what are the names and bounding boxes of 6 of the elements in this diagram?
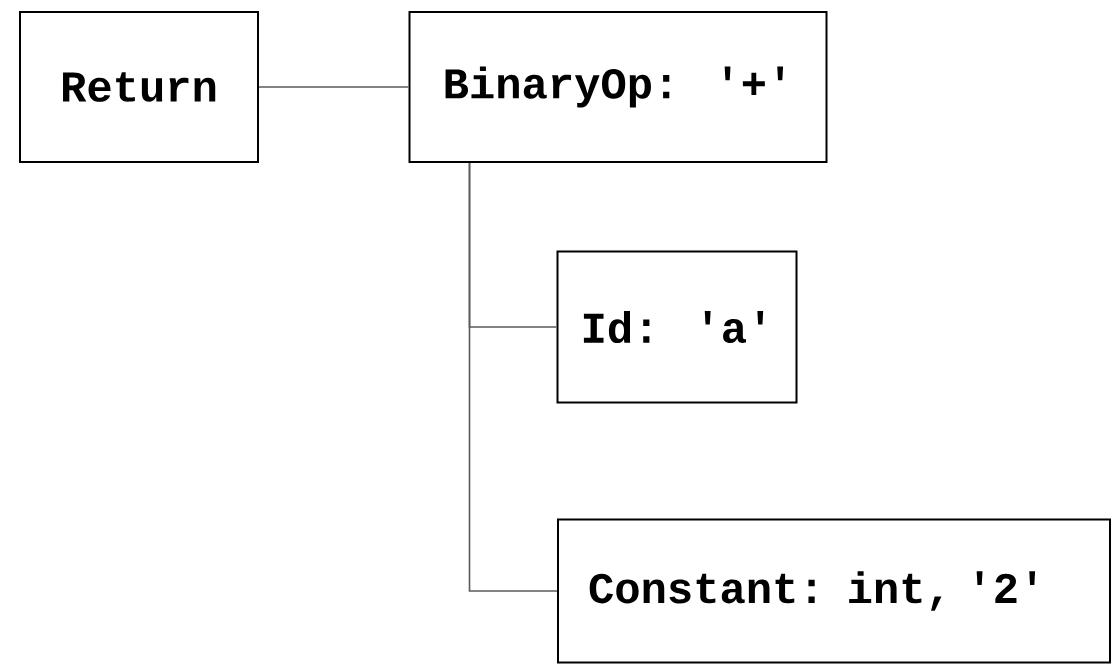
connector-line <box>258 86 410 88</box>
node-box: Return <box>19 11 259 163</box>
node-box: Constant: int, '2' <box>557 518 1111 664</box>
node-box: BinaryOp: '+' <box>408 11 828 163</box>
connector-line <box>468 162 558 592</box>
node-box: Id: 'a' <box>556 250 798 404</box>
